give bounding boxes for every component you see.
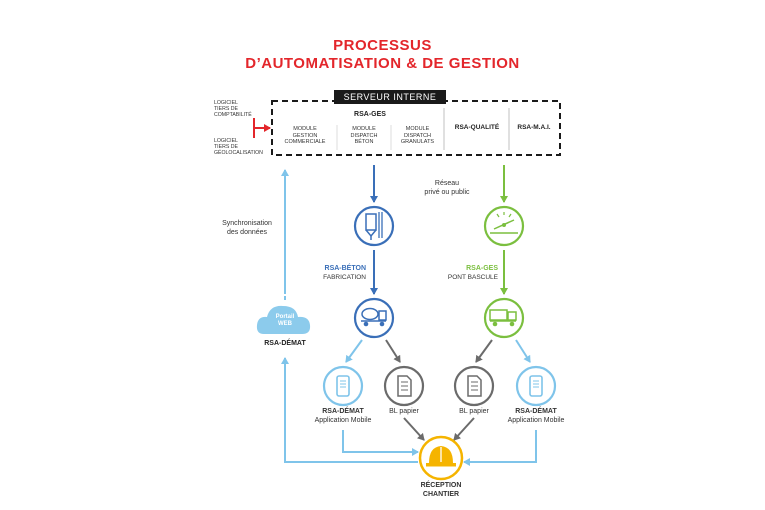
bl-papier-right-label: BL papier: [459, 408, 489, 415]
server-internal-tag: SERVEUR INTERNE: [334, 90, 446, 104]
arrow-reception-to-portal: [281, 357, 418, 463]
mixer-truck-icon: [353, 297, 395, 339]
rsa-demat-portal-label: RSA-DÉMAT: [264, 340, 306, 347]
server-rsa-mai: RSA-M.A.I.: [517, 124, 551, 131]
server-rsa-qualite: RSA-QUALITÉ: [454, 124, 500, 131]
geolocation-software-label: LOGICIEL TIERS DE GÉOLOCALISATION: [214, 138, 263, 156]
mobile-phone-icon: [322, 365, 364, 407]
arrow-truck-to-demat-right: [515, 339, 531, 363]
rsa-ges-label: RSA-GES PONT BASCULE: [447, 265, 498, 281]
arrow-demat-right-to-reception: [463, 430, 537, 466]
arrow-bl-left-to-reception: [403, 417, 425, 441]
cloud-icon: [256, 305, 311, 334]
dump-truck-icon: [483, 297, 525, 339]
rsa-beton-label: RSA-BÉTON FABRICATION: [323, 265, 366, 281]
arrow-demat-left-to-reception: [342, 430, 419, 456]
server-ges-title: RSA-GES: [354, 111, 386, 118]
title-line-2: D’AUTOMATISATION & DE GESTION: [245, 55, 520, 72]
arrow-mixer-to-bl-left: [385, 339, 401, 363]
arrow-bl-right-to-reception: [453, 417, 475, 441]
silo-icon: [353, 205, 395, 247]
bl-papier-left-label: BL papier: [389, 408, 419, 415]
scale-icon: [483, 205, 525, 247]
hard-hat-icon: [418, 435, 464, 481]
arrow-mixer-to-demat-left: [345, 339, 363, 363]
arrow-truck-to-bl-right: [475, 339, 493, 363]
mobile-phone-icon: [515, 365, 557, 407]
document-icon: [383, 365, 425, 407]
document-icon: [453, 365, 495, 407]
accounting-software-label: LOGICIEL TIERS DE COMPTABILITÉ: [214, 100, 252, 118]
title-line-1: PROCESSUS: [333, 37, 432, 54]
